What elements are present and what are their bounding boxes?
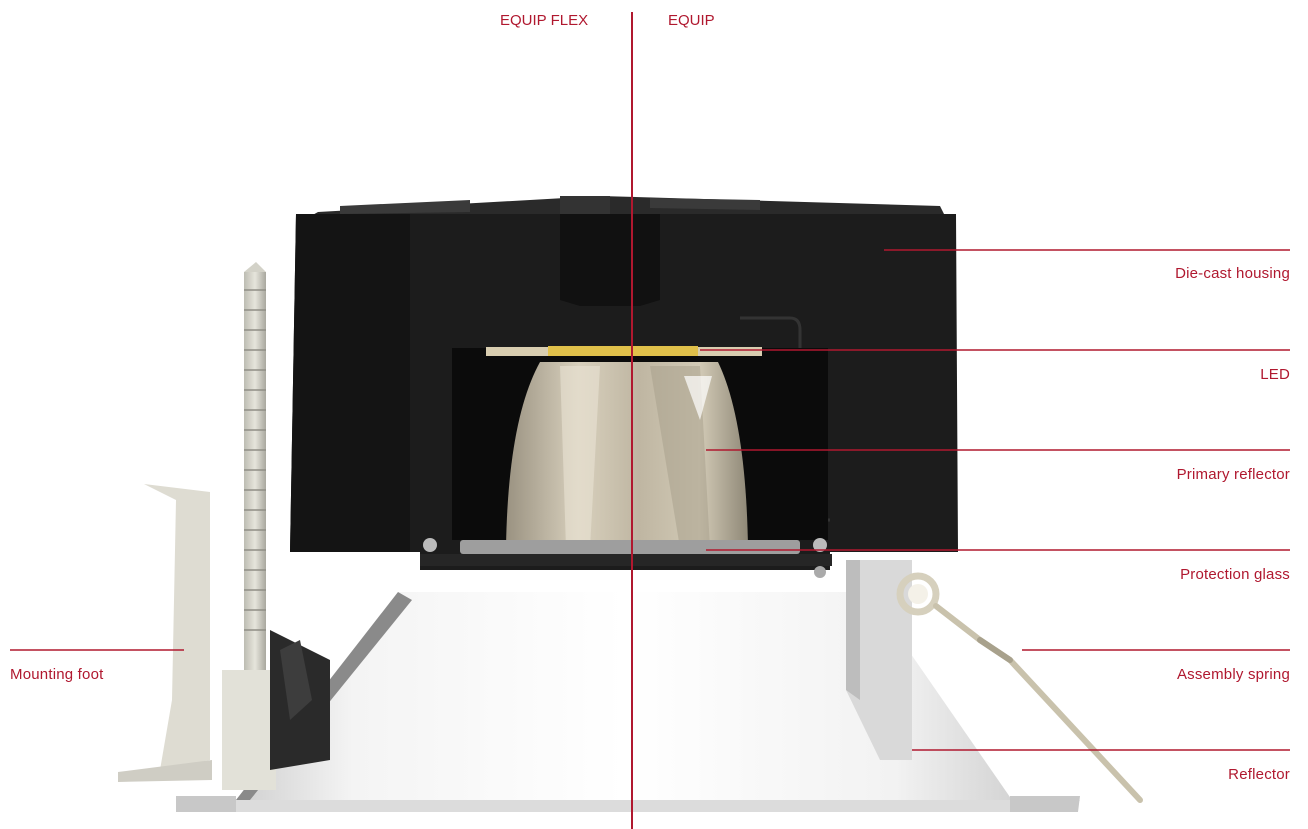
- primary-reflector-shape: [506, 362, 748, 548]
- callout-primary-reflector: Primary reflector: [1176, 466, 1290, 483]
- callout-mounting-foot: Mounting foot: [10, 666, 104, 683]
- callout-led: LED: [1260, 366, 1290, 383]
- header-label-equip-flex: EQUIP FLEX: [500, 12, 589, 29]
- led-board: [486, 346, 762, 356]
- mounting-foot-shape: [118, 262, 330, 790]
- assembly-spring-shape: [896, 572, 1143, 803]
- header-label-equip: EQUIP: [668, 12, 715, 29]
- right-bracket: [846, 560, 912, 760]
- callout-assembly-spring: Assembly spring: [1176, 666, 1290, 683]
- protection-glass-shape: [420, 540, 832, 566]
- callout-die-cast-housing: Die-cast housing: [1175, 265, 1290, 282]
- callout-leaders: [10, 249, 1290, 751]
- callout-protection-glass: Protection glass: [1180, 566, 1290, 583]
- callout-reflector: Reflector: [1228, 766, 1290, 783]
